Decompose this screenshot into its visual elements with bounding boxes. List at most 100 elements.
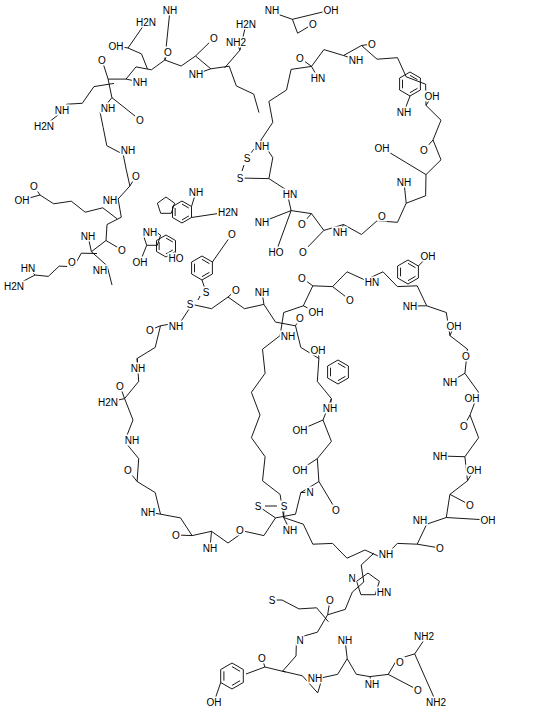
atom-label: O — [298, 247, 308, 258]
atom-label: NH — [254, 217, 270, 228]
atom-label: N — [305, 487, 314, 498]
disulfide-bond — [198, 296, 200, 300]
atom-label: OH — [446, 321, 463, 332]
atom-label: O — [295, 313, 305, 324]
atom-label: O — [67, 257, 77, 268]
benzene-ring — [194, 264, 195, 273]
atom-label: O — [117, 245, 127, 256]
atom-label: OH — [323, 5, 340, 16]
indole-ring — [173, 201, 192, 223]
atom-label: HN — [376, 587, 392, 598]
atom-label: O — [115, 381, 125, 392]
atom-label: O — [257, 653, 267, 664]
side-chain — [246, 667, 286, 674]
benzene-ring — [328, 360, 349, 384]
atom-label: NH — [188, 187, 204, 198]
atom-label: NH — [162, 5, 178, 16]
atom-label: H2N — [3, 281, 25, 292]
benzene-ring — [398, 260, 419, 284]
benzene-ring — [338, 363, 345, 367]
atom-label: NH — [254, 141, 270, 152]
benzene-ring — [408, 276, 415, 280]
benzene-ring — [223, 671, 224, 680]
atom-label: NH — [432, 451, 448, 462]
indole-ring — [166, 238, 173, 242]
atom-label: NH — [142, 227, 158, 238]
atom-label: OH — [108, 41, 125, 52]
atom-label: O — [235, 525, 245, 536]
atom-label: O — [123, 465, 133, 476]
atom-label: O — [135, 115, 145, 126]
atom-label: NH — [396, 107, 412, 118]
benzene-ring — [410, 75, 417, 79]
peptide-chain — [283, 553, 424, 693]
atom-label: O — [227, 229, 237, 240]
atom-label: H2N — [217, 207, 239, 218]
atom-label: O — [308, 19, 318, 30]
atom-label: NH — [402, 301, 418, 312]
atom-label: O — [209, 33, 219, 44]
atom-label: NH — [130, 363, 146, 374]
atom-label: O — [231, 285, 241, 296]
atom-label: NH — [254, 287, 270, 298]
atom-label: O — [331, 505, 341, 516]
atom-label: HO — [168, 253, 185, 264]
atom-label: N — [347, 573, 356, 584]
side-chain — [128, 48, 148, 69]
atom-label: OH — [206, 697, 223, 708]
indole-ring — [175, 208, 176, 216]
atom-label: O — [131, 171, 141, 182]
benzene-ring — [202, 272, 209, 276]
side-chain — [282, 600, 328, 622]
side-chain — [35, 253, 97, 276]
atom-label: NH — [132, 77, 148, 88]
atom-label: O — [461, 351, 471, 362]
indole-ring — [182, 204, 189, 208]
atom-label: NH2 — [413, 631, 435, 642]
macrocycle-backbone — [251, 272, 478, 558]
atom-label: OH — [308, 307, 325, 318]
atom-label: NH — [442, 377, 458, 388]
atom-label: NH — [140, 507, 156, 518]
side-chain — [225, 50, 240, 68]
atom-label: OH — [14, 195, 31, 206]
atom-label: H2N — [33, 121, 55, 132]
atom-label: O — [145, 325, 155, 336]
atom-label: OH — [464, 393, 481, 404]
benzene-ring — [408, 263, 415, 267]
atom-label: S — [280, 501, 289, 512]
atom-label: O — [297, 219, 307, 230]
benzene-ring — [400, 72, 421, 96]
atom-label: OH — [292, 425, 309, 436]
atom-label: O — [345, 295, 355, 306]
atom-label: NH — [80, 231, 96, 242]
atom-label: O — [419, 145, 429, 156]
atom-label: OH — [420, 251, 437, 262]
atom-label: S — [243, 153, 252, 164]
benzene-ring — [232, 667, 240, 672]
atom-label: NH — [168, 321, 184, 332]
atom-label: NH — [322, 403, 338, 414]
atom-label: NH — [412, 515, 428, 526]
atom-label: NH — [332, 227, 348, 238]
atom-label: O — [325, 595, 335, 606]
atom-label: OH — [480, 515, 497, 526]
atom-label: HN — [310, 73, 326, 84]
macrocycle-backbone — [261, 46, 441, 235]
atom-label: O — [435, 543, 445, 554]
atom-label: NH — [280, 331, 296, 342]
benzene-ring — [221, 663, 244, 689]
atom-label: NH — [202, 543, 218, 554]
atom-label: NH — [188, 69, 204, 80]
atom-label: NH — [54, 105, 70, 116]
atom-label: OH — [424, 91, 441, 102]
atom-label: NH — [378, 549, 394, 560]
atom-label: OH — [310, 345, 327, 356]
atom-label: OH — [466, 465, 483, 476]
atom-label: NH — [264, 5, 280, 16]
atom-label: O — [459, 421, 469, 432]
atom-label: NH — [348, 55, 364, 66]
benzene-ring — [410, 88, 417, 92]
atom-label: HN — [282, 189, 298, 200]
